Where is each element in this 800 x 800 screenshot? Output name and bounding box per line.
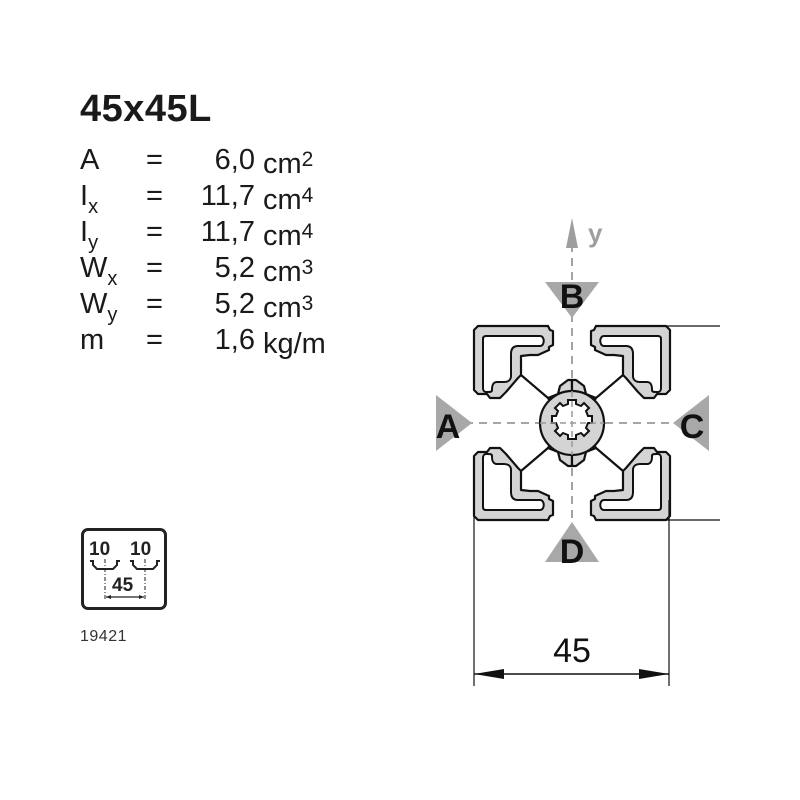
- dimension-arrow-left-icon: [474, 669, 504, 679]
- property-symbol: Wx: [80, 252, 118, 290]
- marker-a-triangle-icon: [436, 395, 472, 451]
- property-symbol: Ix: [80, 180, 99, 218]
- axis-label-y: y: [588, 218, 603, 248]
- property-unit: cm4: [263, 220, 314, 252]
- marker-c-triangle-icon: [673, 395, 709, 451]
- equals-sign: =: [146, 144, 163, 176]
- y-axis-arrow-icon: [566, 218, 578, 248]
- equals-sign: =: [146, 288, 163, 320]
- property-unit: cm3: [263, 292, 314, 324]
- equals-sign: =: [146, 324, 163, 356]
- side-label-b: B: [560, 278, 585, 316]
- property-value: 5,2: [214, 288, 255, 320]
- marker-d-triangle-icon: [545, 522, 599, 562]
- slot-left-label: 10: [89, 539, 110, 560]
- equals-sign: =: [146, 216, 163, 248]
- property-unit: cm4: [263, 184, 314, 216]
- property-value: 6,0: [214, 144, 255, 176]
- center-bore: [551, 399, 593, 440]
- property-unit: cm2: [263, 148, 314, 180]
- dimension-label: 45: [553, 632, 591, 670]
- side-label-a: A: [436, 408, 461, 446]
- property-value: 5,2: [214, 252, 255, 284]
- t-slot-spacing-icon: 10 10 45: [81, 528, 167, 610]
- profile-cross-section-drawing: y B A C D 45: [420, 200, 750, 700]
- part-number: 19421: [80, 628, 127, 645]
- slot-right-label: 10: [130, 539, 151, 560]
- pitch-label: 45: [112, 575, 134, 596]
- profile-title: 45x45L: [80, 88, 212, 130]
- property-value: 11,7: [200, 180, 255, 212]
- side-label-c: C: [680, 408, 705, 446]
- property-unit: kg/m: [263, 328, 326, 360]
- marker-b-triangle-icon: [545, 282, 599, 318]
- property-symbol: Iy: [80, 216, 99, 254]
- side-label-d: D: [560, 533, 585, 571]
- property-value: 1,6: [214, 324, 255, 356]
- equals-sign: =: [146, 180, 163, 212]
- property-symbol: A: [80, 144, 100, 176]
- equals-sign: =: [146, 252, 163, 284]
- dimension-arrow-right-icon: [639, 669, 669, 679]
- property-symbol: Wy: [80, 288, 118, 326]
- property-value: 11,7: [200, 216, 255, 248]
- property-unit: cm3: [263, 256, 314, 288]
- property-symbol: m: [80, 324, 105, 356]
